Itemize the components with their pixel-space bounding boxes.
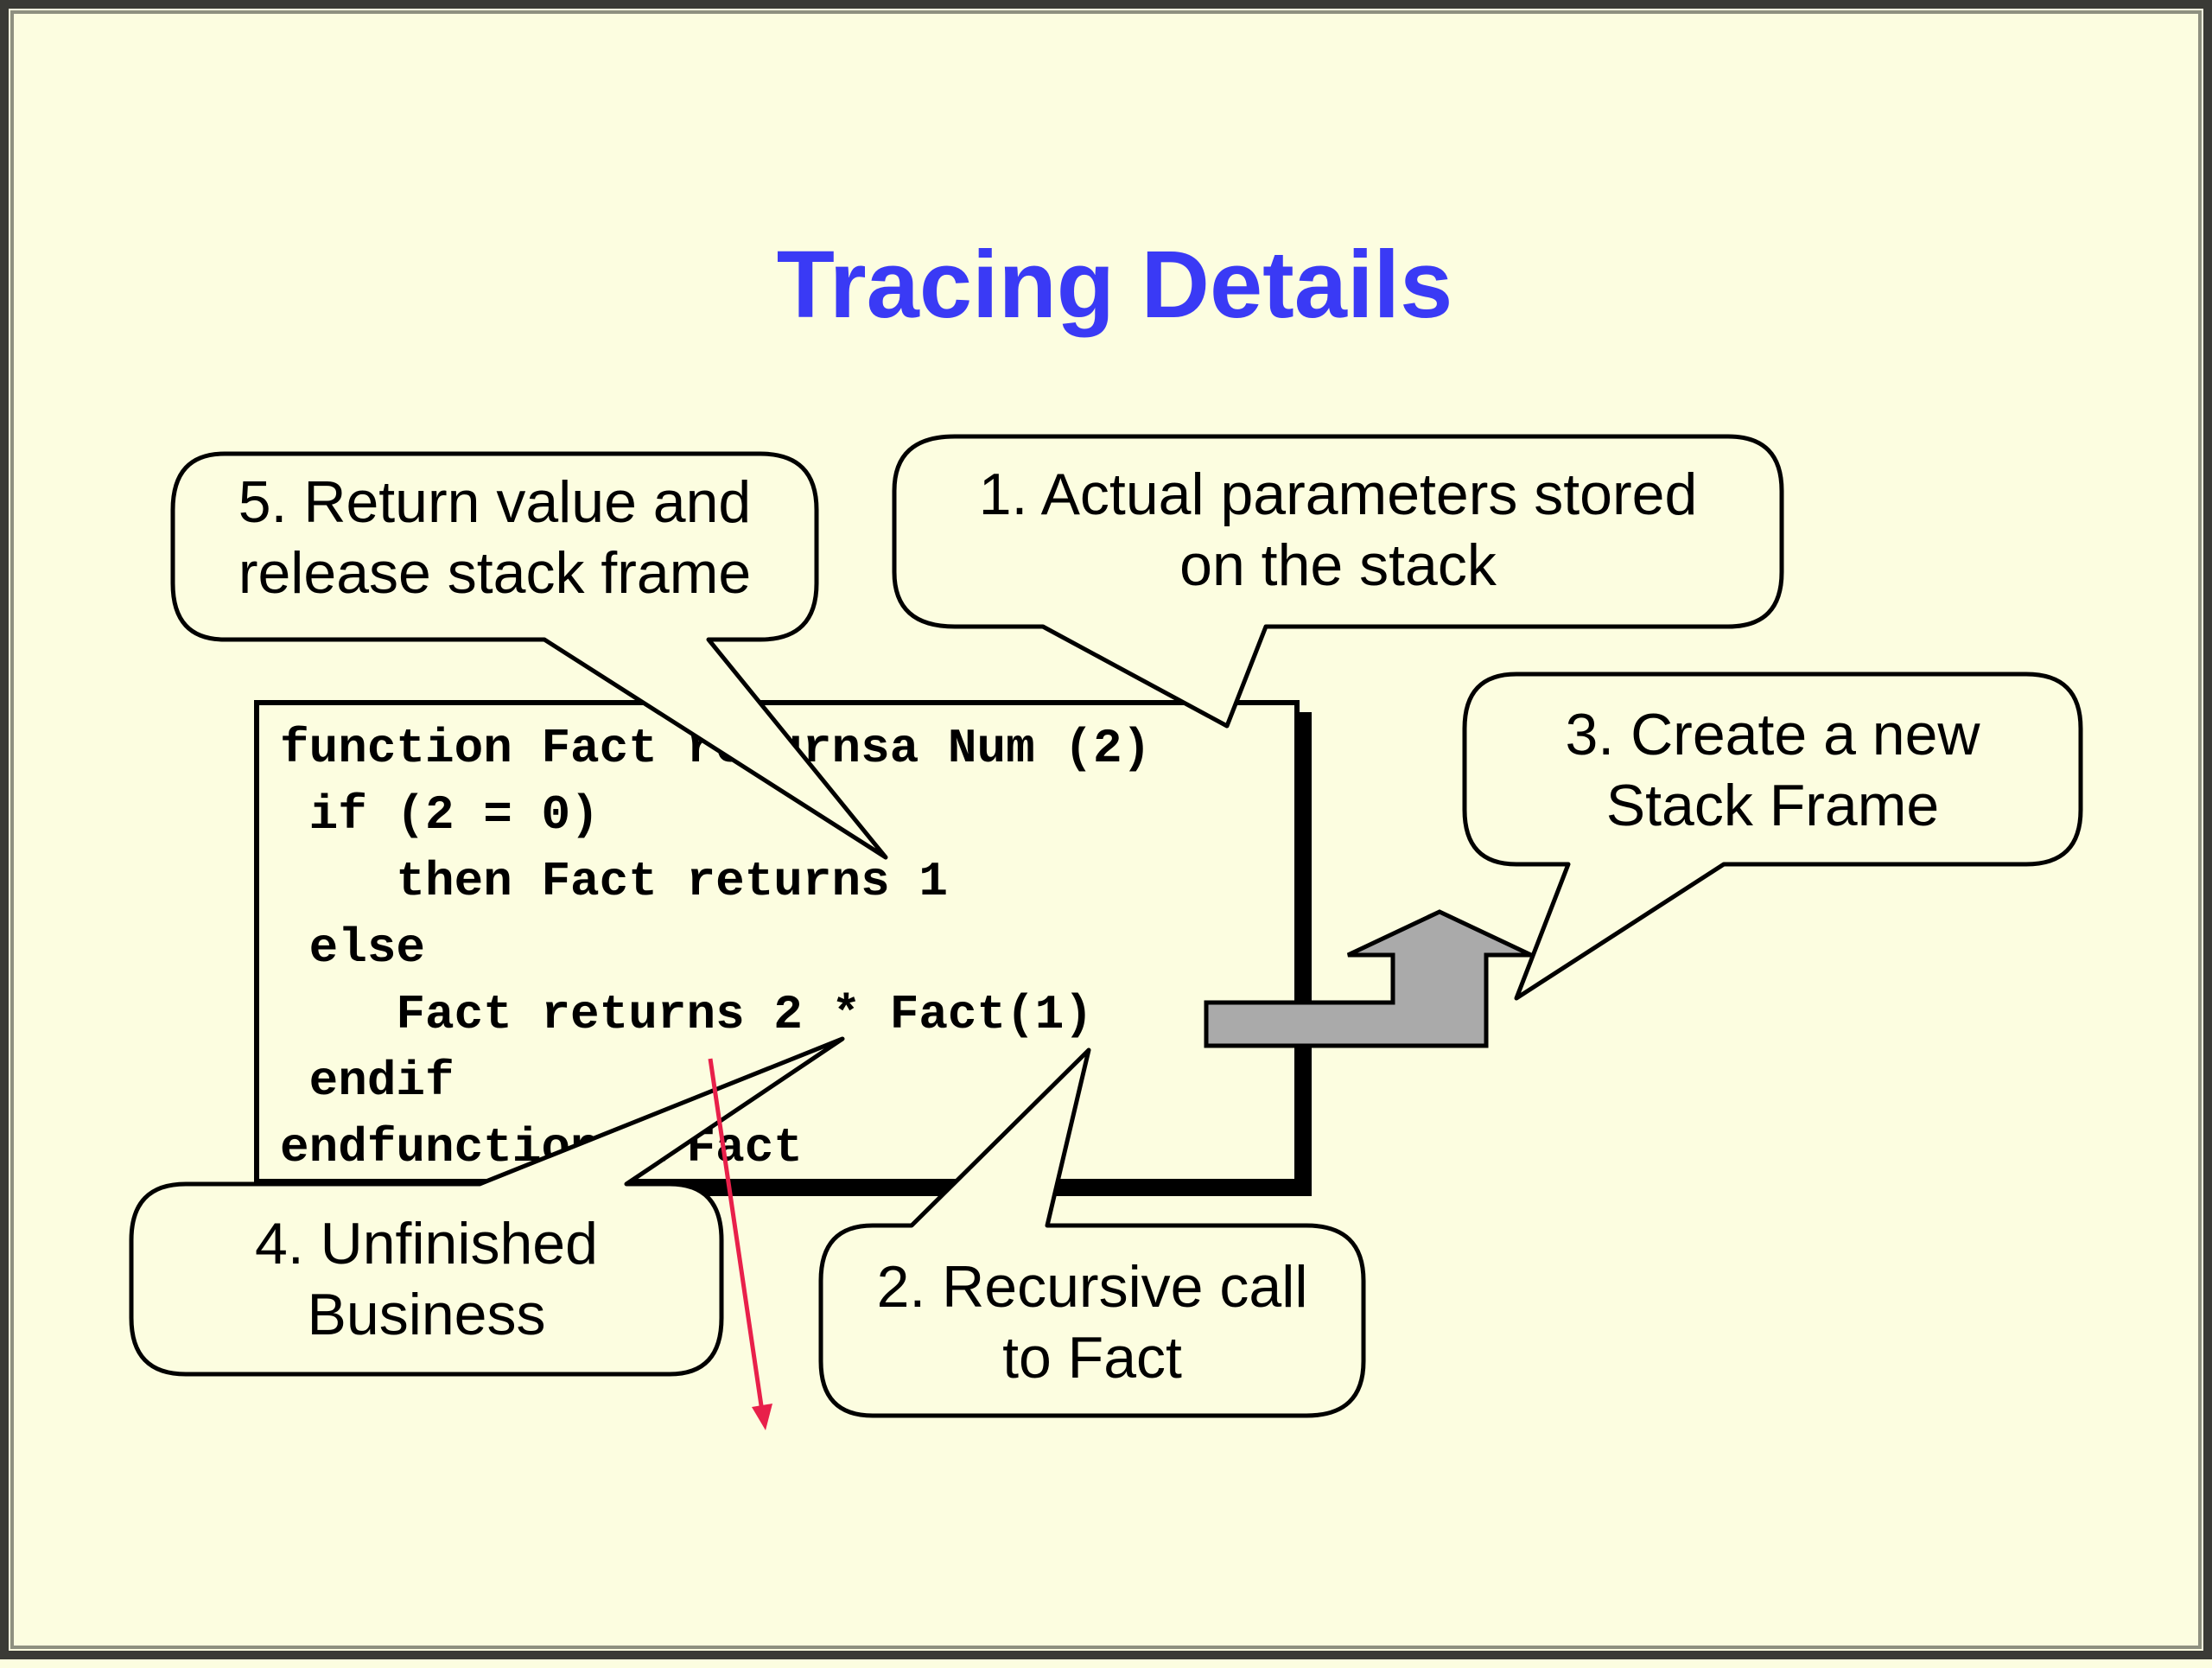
code-line-6: endif (280, 1054, 454, 1109)
code-line-3: then Fact returns 1 (280, 854, 948, 909)
callout-3-line-1: 3. Create a new (1565, 702, 1980, 767)
callout-5-bubble (170, 451, 888, 860)
code-line-5: Fact returns 2 * Fact(1) (280, 987, 1093, 1042)
trace-arrowhead (752, 1404, 772, 1430)
callout-3-bubble (1462, 672, 2083, 1001)
callout-5-line-1: 5. Return value and (238, 469, 752, 535)
up-arrow-shape (1204, 909, 1533, 1048)
callout-4-line-2: Business (307, 1282, 546, 1347)
callout-3-text: 3. Create a new Stack Frame (1465, 699, 2081, 841)
callout-1-line-1: 1. Actual parameters stored (978, 462, 1698, 527)
callout-4-bubble (129, 1036, 845, 1377)
callout-4-line-1: 4. Unfinished (255, 1211, 598, 1276)
slide-title: Tracing Details (776, 232, 1453, 338)
trace-line (708, 1058, 766, 1418)
callout-5-line-2: release stack frame (238, 540, 752, 606)
callout-5-text: 5. Return value and release stack frame (173, 467, 817, 608)
code-line-4: else (280, 920, 426, 976)
callout-3-line-2: Stack Frame (1605, 773, 1940, 838)
callout-1-line-2: on the stack (1179, 532, 1497, 598)
callout-1-text: 1. Actual parameters stored on the stack (894, 459, 1782, 601)
callout-2-line-1: 2. Recursive call (876, 1254, 1308, 1320)
callout-4-text: 4. Unfinished Business (131, 1208, 721, 1350)
code-line-2: if (2 = 0) (280, 787, 600, 843)
callout-2-line-2: to Fact (1002, 1325, 1182, 1391)
callout-1-bubble (892, 434, 1784, 729)
callout-2-text: 2. Recursive call to Fact (821, 1251, 1363, 1393)
callout-2-bubble (818, 1047, 1366, 1418)
callout-overlay (129, 434, 2083, 1430)
